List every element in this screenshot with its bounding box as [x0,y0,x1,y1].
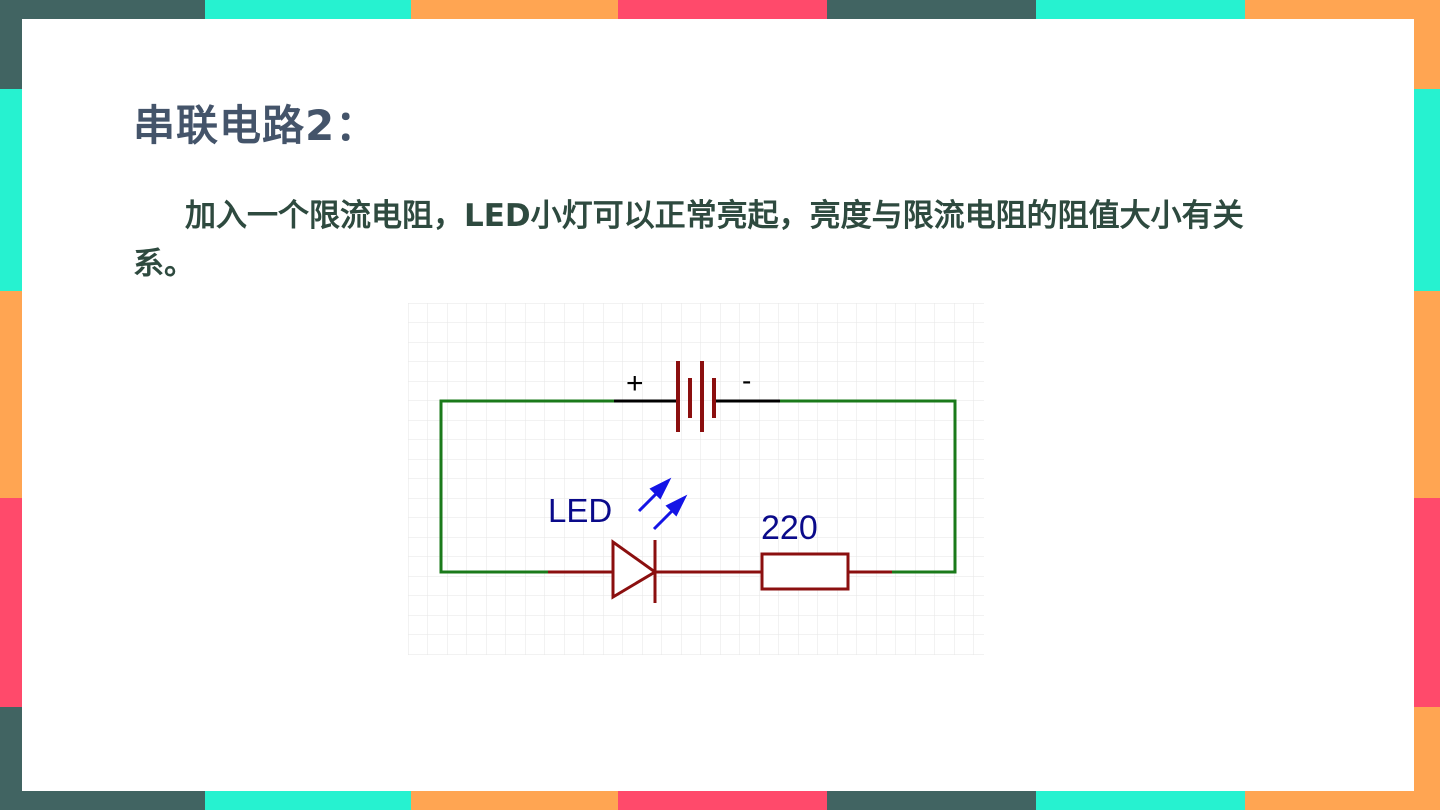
border-segment [411,791,618,810]
border-segment [827,0,1036,19]
border-segment [0,707,22,810]
border-segment [0,89,22,291]
battery-minus-label: - [742,365,751,396]
battery-symbol [676,361,716,432]
border-segment [0,791,205,810]
border-segment [0,291,22,498]
border-segment [1036,0,1245,19]
border-segment [1414,707,1440,810]
border-segment [1414,291,1440,498]
slide-body-text: 加入一个限流电阻，LED小灯可以正常亮起，亮度与限流电阻的阻值大小有关系。 [133,198,1244,282]
border-segment [0,0,22,89]
border-segment [0,498,22,707]
border-segment [1245,791,1440,810]
border-segment [1414,89,1440,291]
border-segment [1245,0,1440,19]
border-segment [205,791,411,810]
border-segment [1414,0,1440,89]
resistor-label: 220 [761,509,818,547]
border-segment [205,0,411,19]
wire-green-left [439,399,614,574]
border-segment [618,791,827,810]
border-segment [1036,791,1245,810]
led-symbol [611,539,658,603]
border-segment [618,0,827,19]
border-segment [827,791,1036,810]
slide-title: 串联电路2： [133,101,379,150]
border-segment [1414,498,1440,707]
resistor-symbol [760,552,850,591]
border-segment [411,0,618,19]
battery-plus-label: + [626,367,644,400]
wire-green-right [780,399,957,574]
grid-background [408,303,984,655]
light-arrows-icon [637,477,688,531]
led-label: LED [548,492,612,529]
border-segment [0,0,205,19]
